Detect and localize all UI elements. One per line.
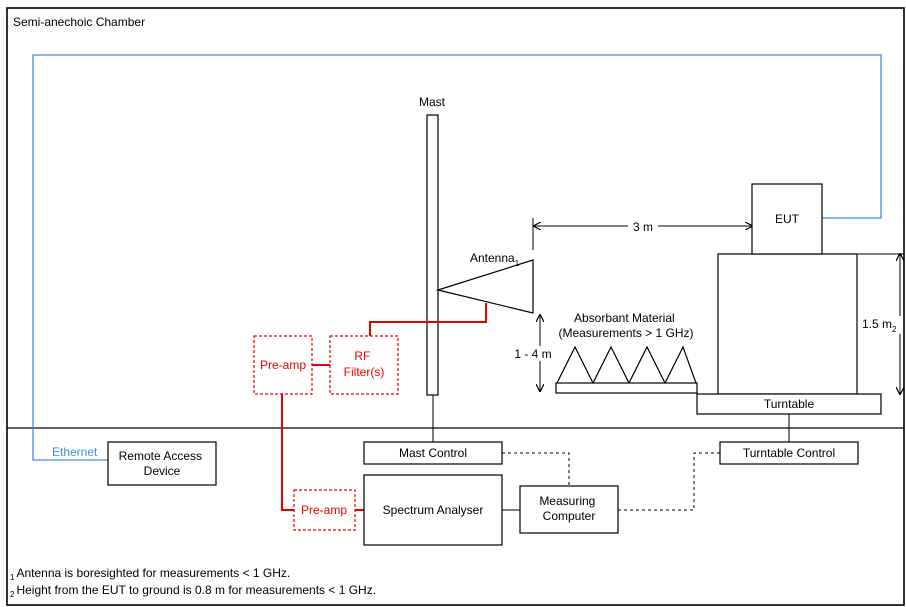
preamp-box [253, 335, 313, 395]
height-range-label: 1 - 4 m [514, 347, 551, 361]
rf-filter-label: RF Filter(s) [344, 349, 385, 379]
preamp2-label: Pre-amp [301, 503, 347, 517]
table-height-label: 1.5 m2 [862, 317, 897, 334]
chamber-border [6, 7, 905, 606]
mast-label: Mast [419, 95, 446, 109]
table [717, 253, 858, 395]
measuring-computer-label: Measuring Computer [539, 494, 598, 523]
mast [426, 114, 439, 396]
rf-cable-preamp-to-preamp [281, 394, 294, 511]
mast-control-link [502, 452, 570, 486]
distance-label-bg [628, 219, 658, 233]
eut-label: EUT [775, 212, 800, 226]
absorbant-label: Absorbant Material (Measurements > 1 GHz… [558, 311, 693, 340]
preamp2-box [293, 489, 356, 531]
distance-label: 3 m [633, 220, 653, 234]
rf-cable-antenna-to-filter [369, 303, 487, 336]
remote-access-device-label: Remote Access Device [119, 449, 206, 478]
spectrum-analyser-box [363, 474, 503, 546]
turntable-control-link [618, 452, 720, 511]
chamber-label: Semi-anechoic Chamber [13, 15, 145, 29]
eut-box [751, 183, 823, 255]
turntable-control-label: Turntable Control [743, 446, 835, 460]
preamp-label: Pre-amp [260, 358, 306, 372]
height-range-bg [513, 346, 553, 361]
mast-control-label: Mast Control [399, 446, 467, 460]
measuring-computer-box [519, 485, 619, 534]
ethernet-label: Ethernet [52, 445, 98, 459]
antenna [435, 259, 534, 314]
absorbant-base [555, 382, 698, 394]
rf-filter-box [329, 335, 399, 395]
ethernet-cable [32, 54, 882, 461]
turntable-label: Turntable [764, 397, 815, 411]
antenna-label: Antenna1 [470, 251, 520, 268]
spectrum-analyser-label: Spectrum Analyser [383, 503, 484, 517]
table-height-bg [858, 316, 902, 334]
absorbant-material [556, 345, 697, 385]
remote-access-device-box [107, 441, 217, 486]
